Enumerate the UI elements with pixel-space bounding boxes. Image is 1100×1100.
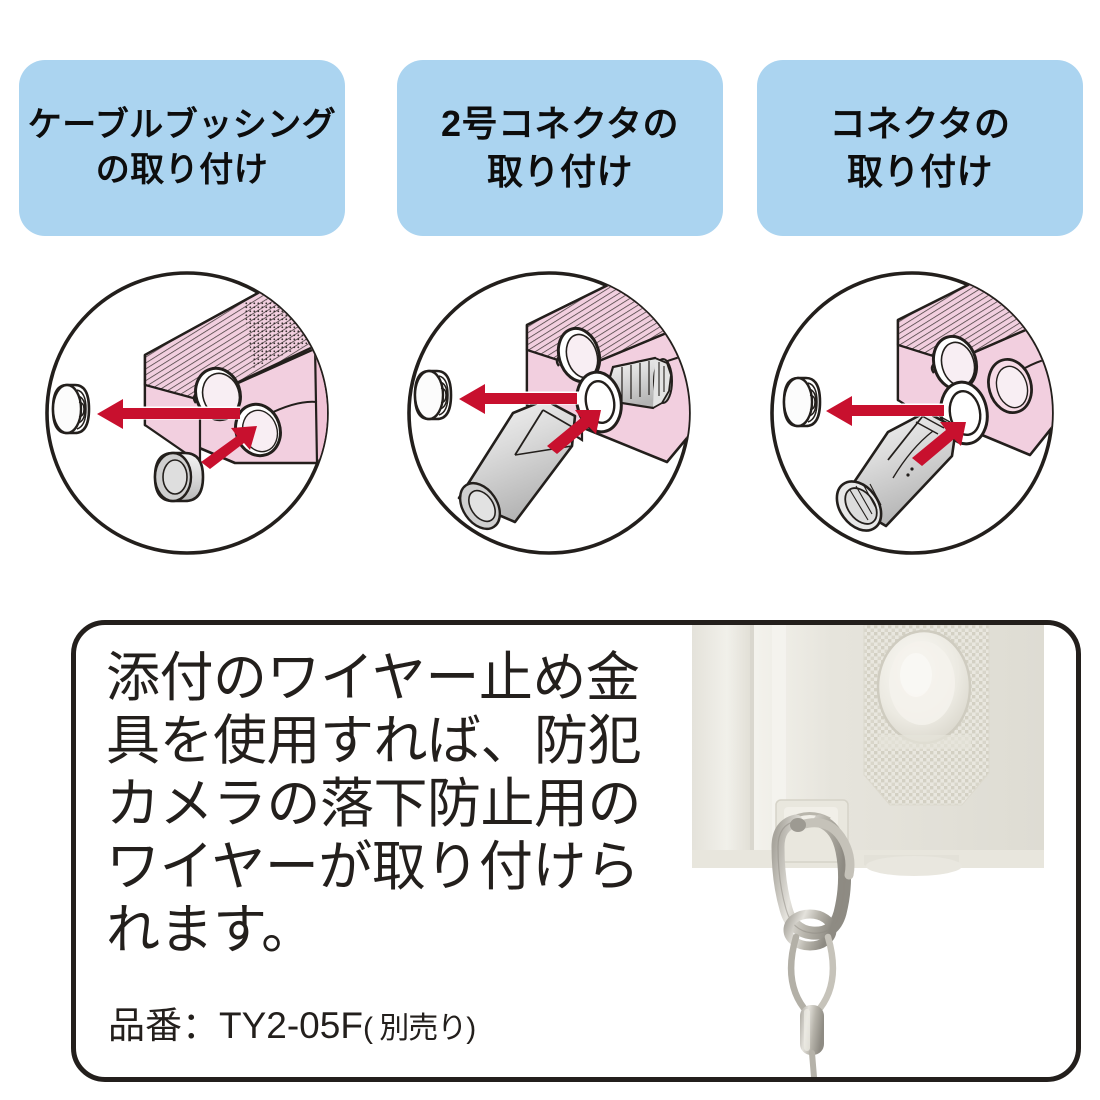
wire-ferrule xyxy=(800,1005,824,1055)
oval-lens-dome xyxy=(876,629,972,745)
tab-no2-connector-line1: 2号コネクタの xyxy=(440,103,680,145)
info-body-line-5: れます。 xyxy=(106,899,315,960)
tab-cable-bushing-line1: ケーブルブッシング xyxy=(27,106,337,145)
wire-stopper-photo xyxy=(664,625,1076,1077)
info-body-line-3: カメラの落下防止用の xyxy=(106,773,642,834)
illustrations-row xyxy=(0,250,1100,600)
remove-arrow xyxy=(826,396,948,426)
info-panel-body-text: 添付のワイヤー止め金 具を使用すれば、防犯 カメラの落下防止用の ワイヤーが取り… xyxy=(106,647,706,962)
cable-bushing xyxy=(153,451,205,503)
mesh-grille xyxy=(863,625,990,806)
tab-connector[interactable]: コネクタの 取り付け xyxy=(757,60,1083,236)
wire-stopper-info-panel: 添付のワイヤー止め金 具を使用すれば、防犯 カメラの落下防止用の ワイヤーが取り… xyxy=(71,620,1081,1082)
step-tabs-row: ケーブルブッシング の取り付け 2号コネクタの 取り付け コネクタの 取り付け xyxy=(0,0,1100,250)
carabiner-hook xyxy=(771,814,855,940)
remove-arrow xyxy=(97,399,240,429)
tab-no2-connector-line2: 取り付け xyxy=(486,151,633,192)
bracket-hole-threaded xyxy=(930,334,979,392)
insert-arrow xyxy=(547,410,601,454)
illustration-no2-connector xyxy=(367,250,737,598)
tab-no2-connector[interactable]: 2号コネクタの 取り付け xyxy=(397,60,723,236)
wire-loop xyxy=(787,933,837,1017)
tab-cable-bushing-line2: の取り付け xyxy=(95,151,269,189)
info-body-line-1: 添付のワイヤー止め金 xyxy=(106,648,640,708)
removed-cap xyxy=(782,376,822,428)
tab-connector-line1: コネクタの xyxy=(829,103,1011,145)
remove-arrow xyxy=(459,384,582,414)
hex-connector xyxy=(457,398,577,531)
removed-cap xyxy=(51,383,91,435)
info-body-line-4: ワイヤーが取り付けら xyxy=(106,836,640,897)
illustration-connector xyxy=(730,250,1100,598)
wire-link-ring xyxy=(783,909,837,951)
removed-cap xyxy=(413,369,453,421)
model-number: 品番：TY2-05F xyxy=(108,1005,363,1046)
bracket-hole-empty xyxy=(987,358,1033,414)
knurled-connector xyxy=(835,409,958,532)
model-sold-separately-note: ( 別売り) xyxy=(362,1012,476,1045)
safety-wire xyxy=(809,1050,817,1077)
bracket-hole-threaded xyxy=(555,326,602,384)
tab-connector-line2: 取り付け xyxy=(846,151,993,192)
tab-cable-bushing[interactable]: ケーブルブッシング の取り付け xyxy=(19,60,345,236)
insert-arrow xyxy=(912,422,966,466)
model-number-line: 品番：TY2-05F( 別売り) xyxy=(108,995,476,1049)
insert-arrow xyxy=(201,426,257,469)
info-body-line-2: 具を使用すれば、防犯 xyxy=(106,710,642,771)
illustration-cable-bushing xyxy=(5,250,375,598)
